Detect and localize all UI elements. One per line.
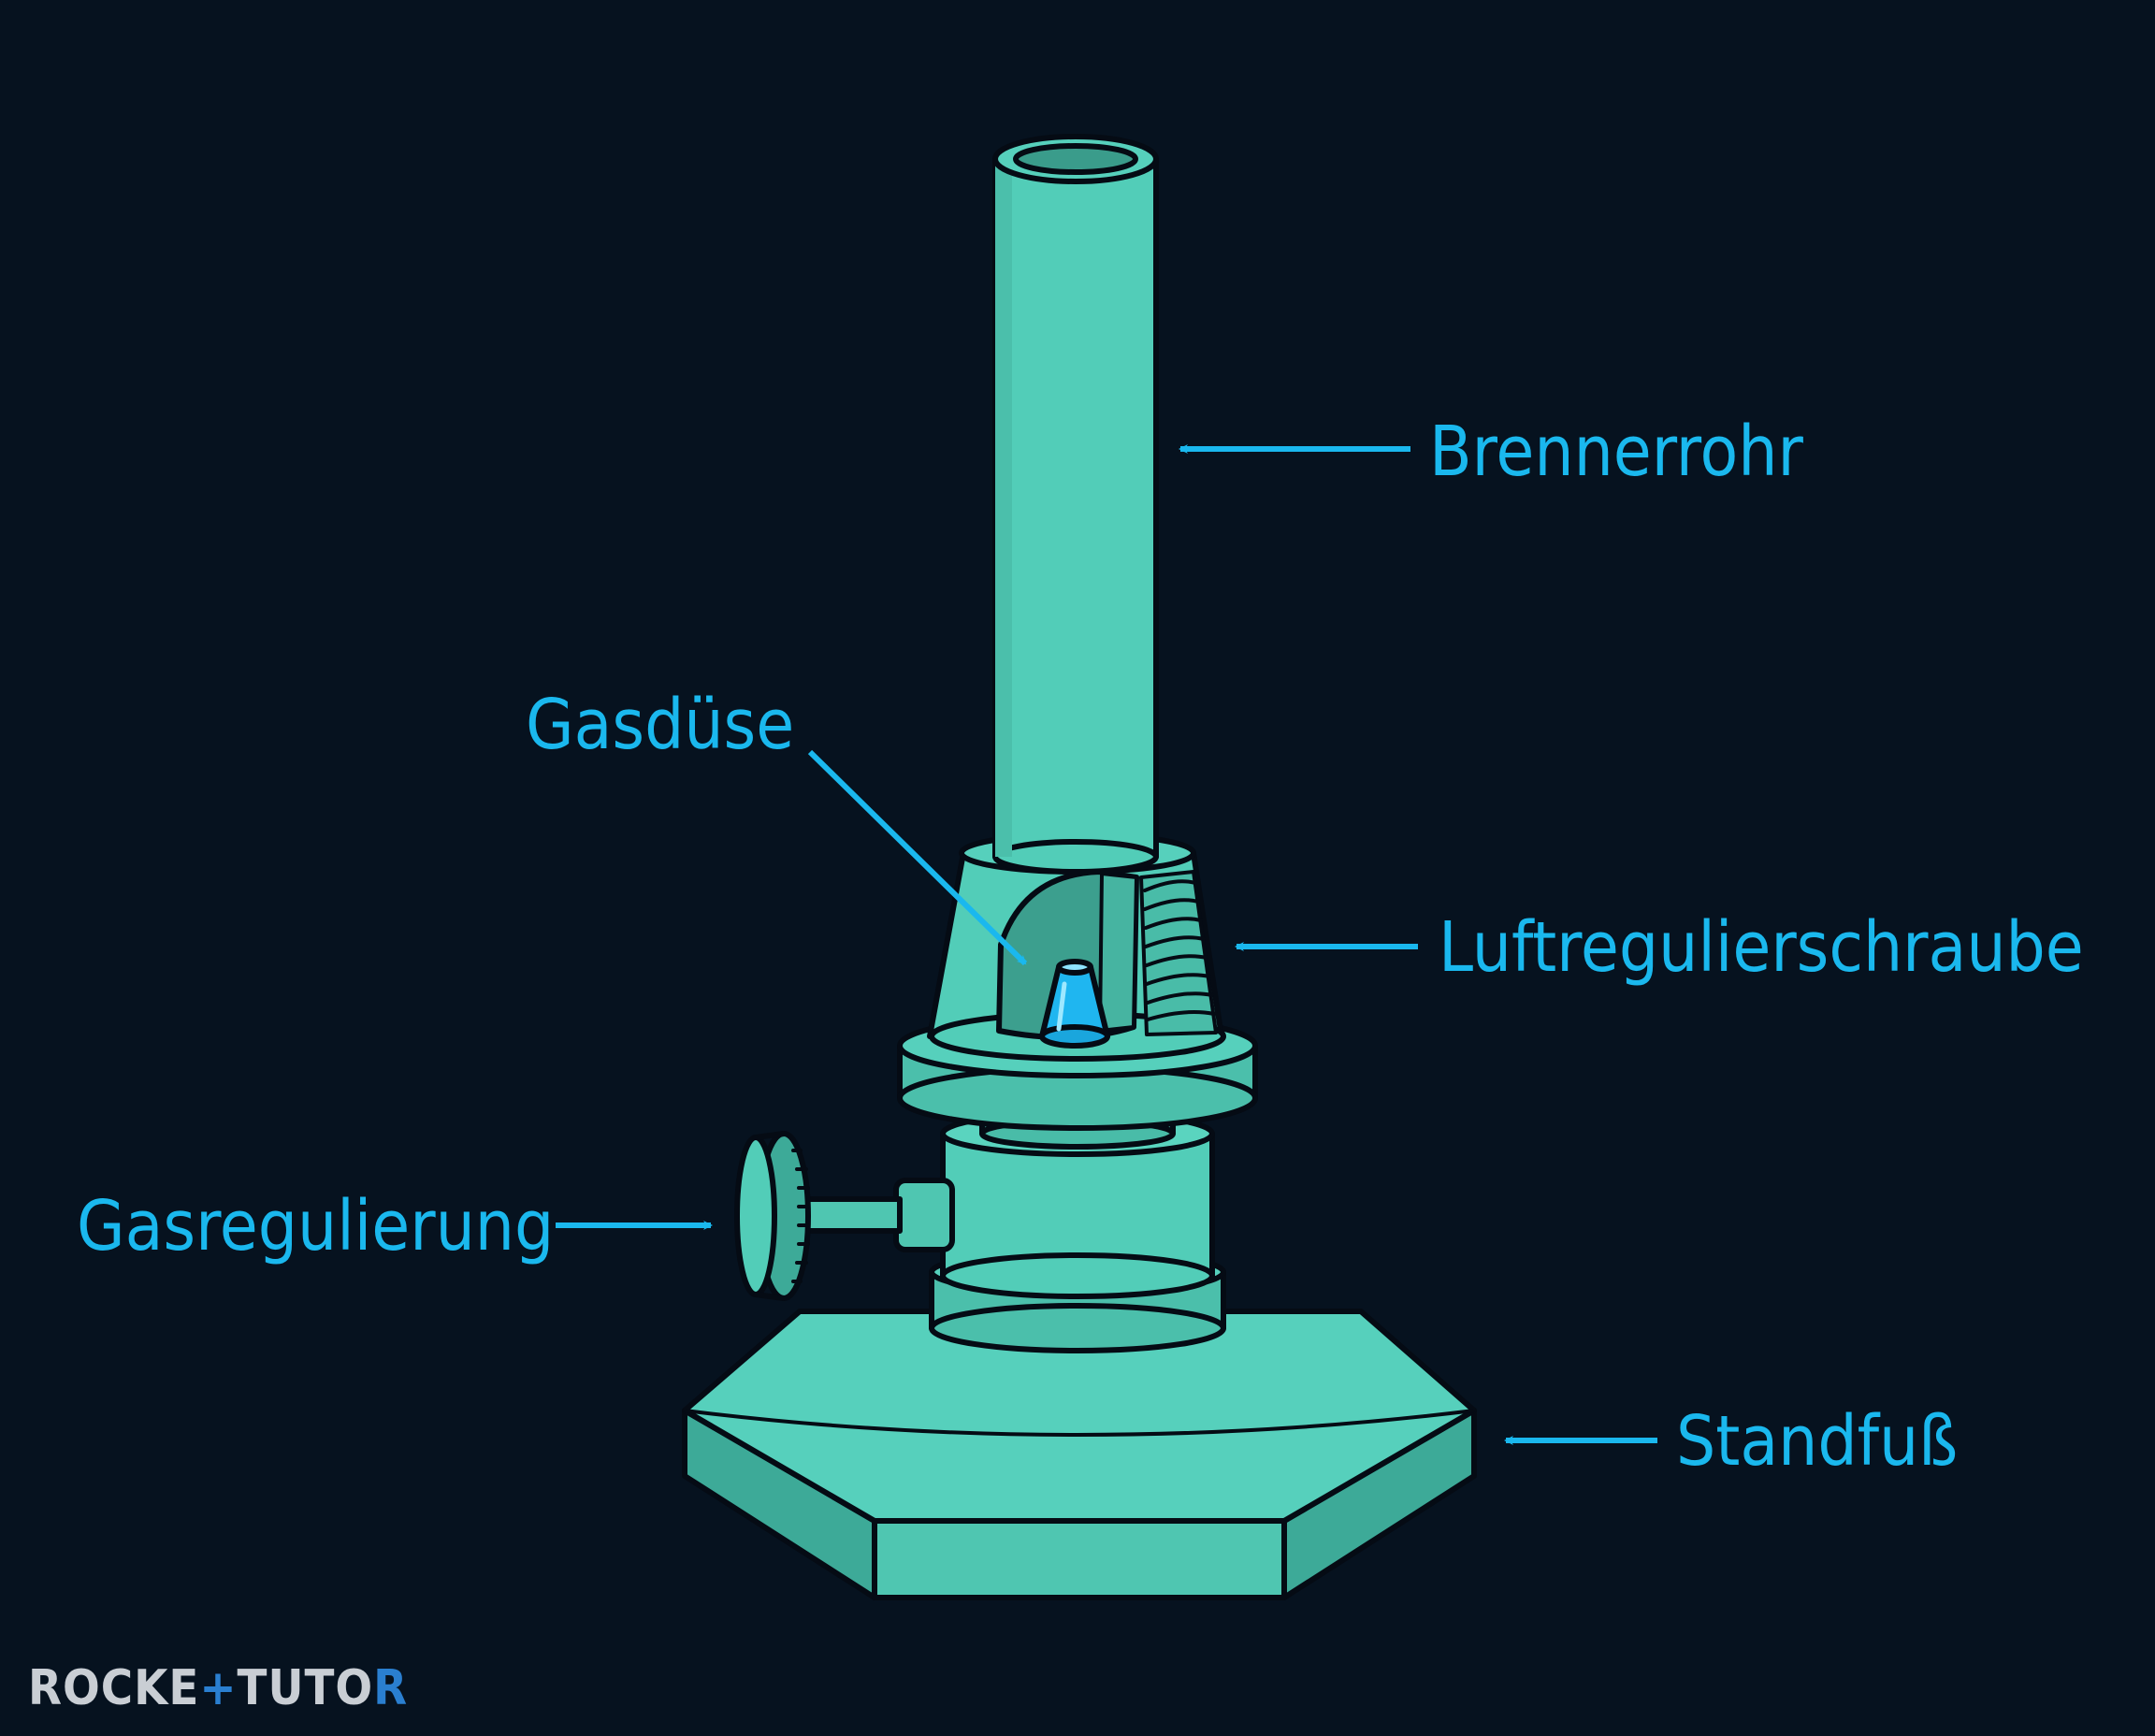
gas-regulation-valve xyxy=(734,1131,955,1301)
brand-part-1: ROCKE xyxy=(28,1660,199,1716)
burner-tube xyxy=(992,134,1159,875)
base-foot xyxy=(682,1309,1477,1600)
label-arrows xyxy=(556,444,1657,1445)
labels: Brennerrohr Gasdüse Luftregulierschraube… xyxy=(77,412,2084,1482)
brand-plus-icon: + xyxy=(199,1660,237,1716)
svg-text:ROCKE+TUTOR: ROCKE+TUTOR xyxy=(28,1660,408,1716)
arrow-gasduese xyxy=(807,749,1028,966)
gas-nozzle xyxy=(1039,959,1110,1049)
brand-logo: ROCKE+TUTOR xyxy=(28,1660,408,1716)
label-gasregulierung: Gasregulierung xyxy=(77,1186,554,1266)
brand-part-2: TUTO xyxy=(238,1660,374,1716)
thread-lines xyxy=(1143,879,1216,1021)
brand-part-3: R xyxy=(373,1660,408,1716)
label-gasduese: Gasdüse xyxy=(526,685,794,765)
label-luftregulierschraube: Luftregulierschraube xyxy=(1439,907,2084,988)
label-standfuss: Standfuß xyxy=(1676,1401,1958,1482)
bunsen-burner xyxy=(682,134,1477,1600)
label-brennerrohr: Brennerrohr xyxy=(1429,412,1803,492)
